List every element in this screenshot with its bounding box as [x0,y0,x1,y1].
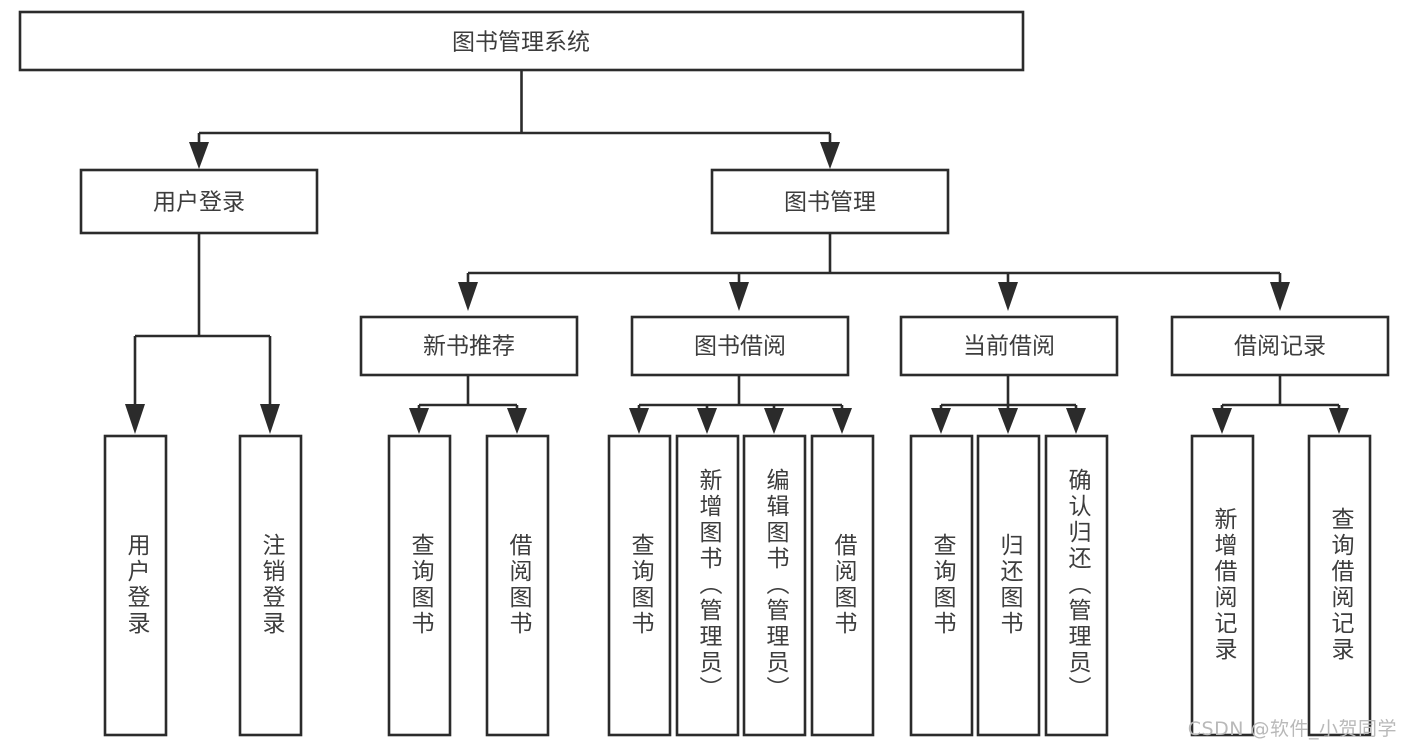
arrow-head-leaf-rec-query2 [1329,408,1349,434]
node-new-book-rec-box[interactable] [359,315,579,377]
arrow-head-leaf-cur-confirm [1066,408,1086,434]
arrow-head-leaf-rec-add [1212,408,1232,434]
node-leaf-user-login[interactable]: 用户登录 [103,434,168,737]
node-book-manage[interactable]: 图书管理 [710,168,950,235]
node-leaf-borrow-edit-label: 编辑图书（管理员） [762,468,790,702]
node-current-borrow-box[interactable] [899,315,1119,377]
node-leaf-cur-return[interactable]: 归还图书 [976,434,1041,737]
node-user-login-box[interactable] [79,168,319,235]
node-leaf-borrow-edit[interactable]: 编辑图书（管理员） [742,434,807,737]
node-book-borrow-box[interactable] [630,315,850,377]
node-current-borrow[interactable]: 当前借阅 [899,315,1119,377]
node-leaf-borrow-lend-label: 借阅图书 [830,533,858,637]
arrow-head-leaf-borrow-add [697,408,717,434]
node-leaf-borrow-lend-box[interactable] [810,434,875,737]
arrow-head-leaf-borrow-lend [832,408,852,434]
node-leaf-cur-return-label: 归还图书 [996,533,1024,637]
node-leaf-user-logout-box[interactable] [238,434,303,737]
node-leaf-rec-query2-label: 查询借阅记录 [1327,507,1355,663]
node-leaf-rec-borrow-label: 借阅图书 [505,533,533,637]
node-leaf-rec-borrow[interactable]: 借阅图书 [485,434,550,737]
arrow-head-new-book-rec [458,282,478,311]
node-leaf-borrow-add[interactable]: 新增图书（管理员） [675,434,740,737]
arrow-head-leaf-user-login [125,404,145,434]
node-leaf-cur-query-box[interactable] [909,434,974,737]
connectors-group [125,70,1349,434]
node-leaf-borrow-query-label: 查询图书 [627,533,655,637]
node-leaf-rec-query[interactable]: 查询图书 [387,434,452,737]
node-borrow-record[interactable]: 借阅记录 [1170,315,1390,377]
arrow-head-book-manage [820,142,840,169]
node-leaf-rec-borrow-box[interactable] [485,434,550,737]
arrow-head-borrow-record [1270,282,1290,311]
node-book-manage-label: 图书管理 [784,190,876,216]
arrow-head-leaf-rec-borrow [507,408,527,434]
node-leaf-borrow-query[interactable]: 查询图书 [607,434,672,737]
node-leaf-cur-return-box[interactable] [976,434,1041,737]
node-borrow-record-box[interactable] [1170,315,1390,377]
arrow-head-leaf-rec-query [409,408,429,434]
node-user-login-label: 用户登录 [153,190,245,216]
arrow-head-leaf-user-logout [260,404,280,434]
arrow-head-current-borrow [998,282,1018,311]
arrow-head-book-borrow [729,282,749,311]
node-leaf-rec-add-label: 新增借阅记录 [1210,507,1238,663]
node-leaf-borrow-add-box[interactable] [675,434,740,737]
arrow-head-leaf-borrow-query [629,408,649,434]
node-leaf-rec-query2-box[interactable] [1307,434,1372,737]
node-user-login[interactable]: 用户登录 [79,168,319,235]
node-leaf-cur-confirm[interactable]: 确认归还（管理员） [1044,434,1109,737]
node-leaf-cur-confirm-box[interactable] [1044,434,1109,737]
node-book-borrow[interactable]: 图书借阅 [630,315,850,377]
arrow-head-user-login [189,142,209,169]
node-leaf-borrow-lend[interactable]: 借阅图书 [810,434,875,737]
node-leaf-borrow-query-box[interactable] [607,434,672,737]
node-borrow-record-label: 借阅记录 [1234,334,1326,360]
node-leaf-rec-query-label: 查询图书 [407,533,435,637]
node-leaf-user-login-label: 用户登录 [123,533,151,637]
node-leaf-user-logout-label: 注销登录 [258,533,286,637]
node-leaf-user-login-box[interactable] [103,434,168,737]
arrow-head-leaf-borrow-edit [764,408,784,434]
node-root[interactable]: 图书管理系统 [18,10,1025,72]
node-current-borrow-label: 当前借阅 [963,334,1055,360]
node-leaf-rec-query2[interactable]: 查询借阅记录 [1307,434,1372,737]
node-root-box[interactable] [18,10,1025,72]
node-leaf-cur-confirm-label: 确认归还（管理员） [1064,468,1092,702]
node-leaf-cur-query-label: 查询图书 [929,533,957,637]
node-leaf-rec-add[interactable]: 新增借阅记录 [1190,434,1255,737]
node-root-label: 图书管理系统 [452,30,590,56]
arrow-head-leaf-cur-return [998,408,1018,434]
node-leaf-borrow-add-label: 新增图书（管理员） [695,468,723,702]
node-leaf-borrow-edit-box[interactable] [742,434,807,737]
node-leaf-rec-add-box[interactable] [1190,434,1255,737]
node-leaf-cur-query[interactable]: 查询图书 [909,434,974,737]
node-leaf-rec-query-box[interactable] [387,434,452,737]
node-book-manage-box[interactable] [710,168,950,235]
node-leaf-user-logout[interactable]: 注销登录 [238,434,303,737]
node-new-book-rec[interactable]: 新书推荐 [359,315,579,377]
arrow-head-leaf-cur-query [931,408,951,434]
node-new-book-rec-label: 新书推荐 [423,334,515,360]
node-book-borrow-label: 图书借阅 [694,334,786,360]
